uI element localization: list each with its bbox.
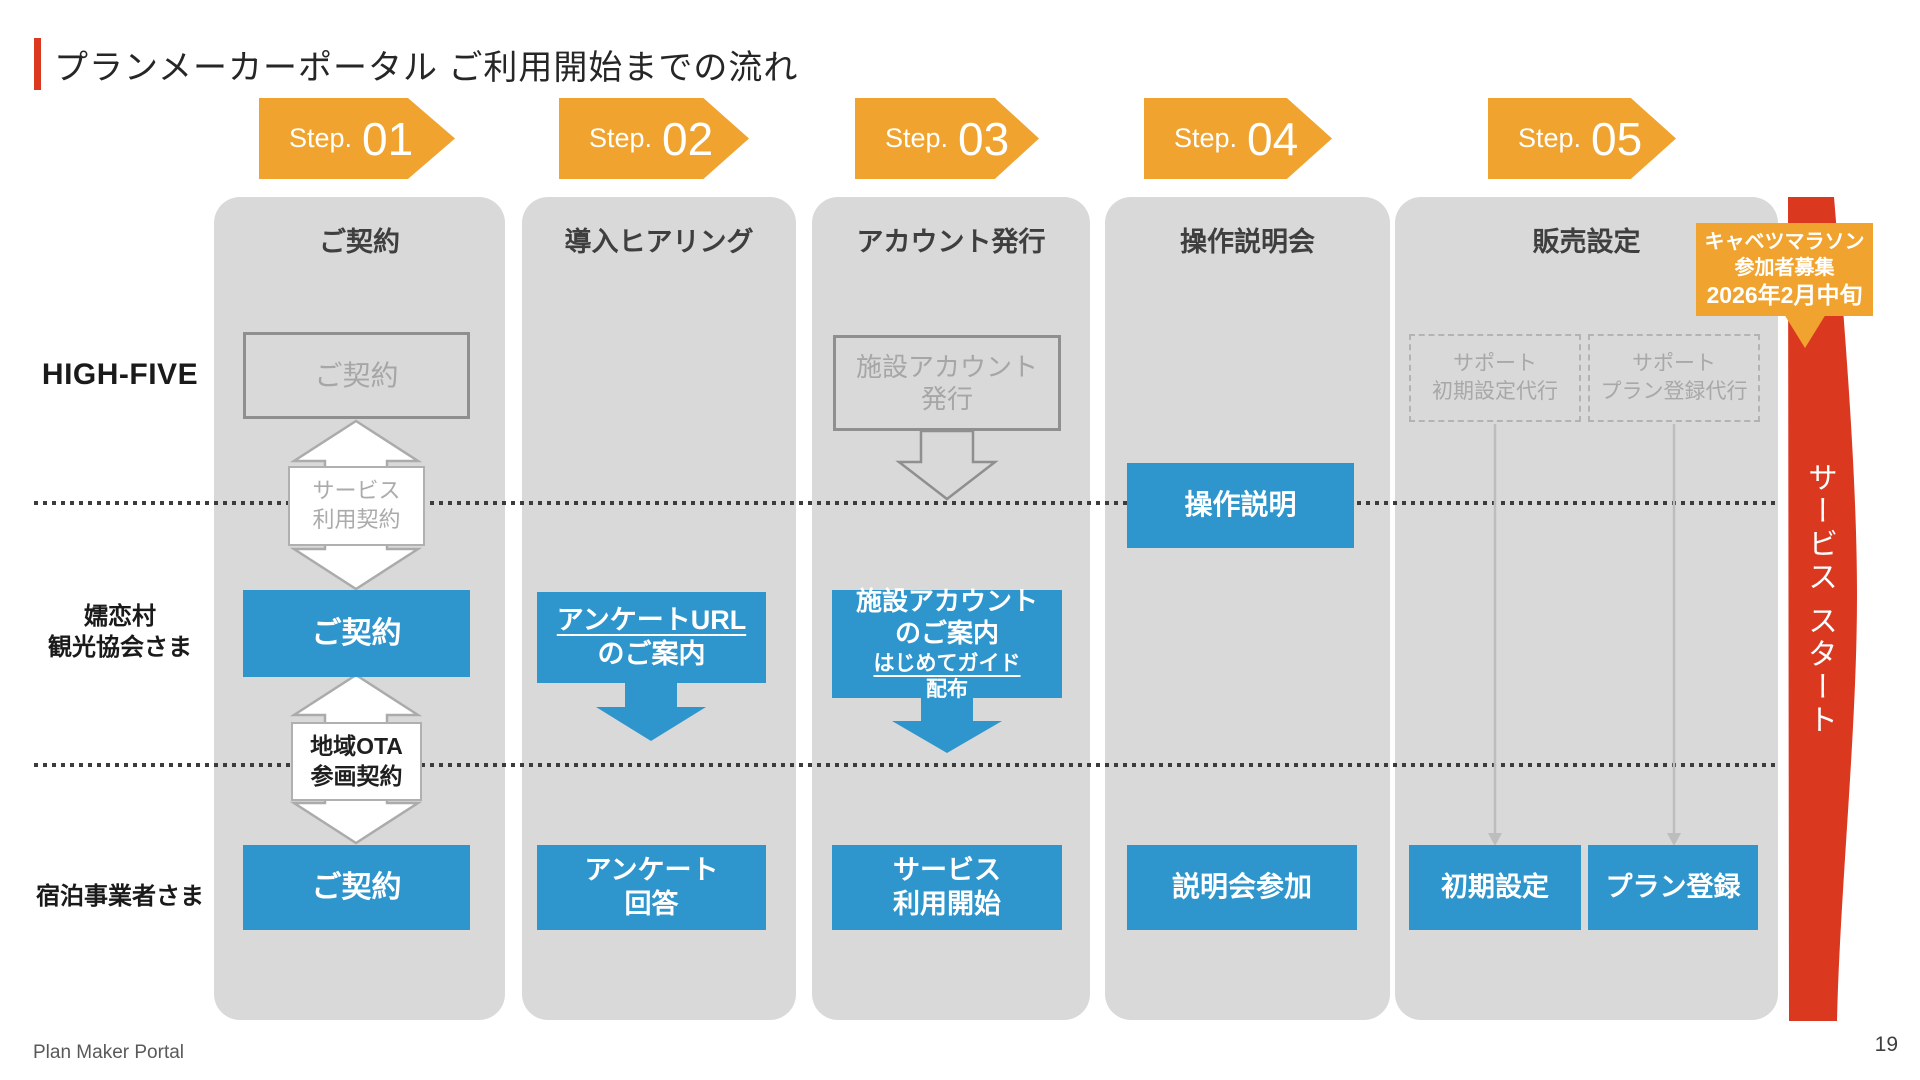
label-line: 地域OTA <box>310 732 403 759</box>
facility-account-guide-box: 施設アカウント のご案内 はじめてガイド配布 <box>832 586 1062 701</box>
step-number: 04 <box>1247 112 1299 165</box>
highfive-contract-box: ご契約 <box>243 332 470 419</box>
service-start-ribbon-text: サービス スタート <box>1803 462 1836 738</box>
cabbage-marathon-callout: キャベツマラソン 参加者募集 2026年2月中旬 <box>1696 223 1873 348</box>
box-label: 回答 <box>624 888 679 919</box>
regional-ota-contract-label: 地域OTA 参画契約 <box>291 722 422 801</box>
footer-brand: Plan Maker Portal <box>33 1042 185 1063</box>
box-label: ご契約 <box>311 616 402 650</box>
step-banner-01: Step. 01 <box>259 98 455 179</box>
callout-tail-icon <box>1784 314 1826 348</box>
title-accent-bar <box>34 38 41 90</box>
box-label: 操作説明 <box>1184 489 1297 521</box>
column-header-seminar: 操作説明会 <box>1180 227 1315 257</box>
step-prefix: Step. <box>885 123 949 153</box>
box-label: 初期設定代行 <box>1432 380 1558 403</box>
box-label: 施設アカウント <box>855 585 1038 616</box>
step-prefix: Step. <box>1174 123 1238 153</box>
row-label-lodging-operators: 宿泊事業者さま <box>20 876 220 911</box>
survey-url-box: アンケートURL のご案内 <box>537 592 766 683</box>
callout-line: キャベツマラソン <box>1704 230 1865 253</box>
step-number: 03 <box>958 112 1010 165</box>
support-plan-registration-box: サポート プラン登録代行 <box>1588 334 1760 422</box>
step-banner-02: Step. 02 <box>559 98 749 179</box>
box-label: プラン登録 <box>1605 871 1741 902</box>
step-banner-05: Step. 05 <box>1488 98 1676 179</box>
page-title: プランメーカーポータル ご利用開始までの流れ <box>54 49 799 87</box>
step-prefix: Step. <box>289 123 353 153</box>
box-label: のご案内 <box>597 638 706 669</box>
box-label: サポート <box>1632 351 1716 375</box>
guide-suffix: 配布 <box>926 678 968 702</box>
support-initial-setup-box: サポート 初期設定代行 <box>1409 334 1581 422</box>
box-label: プラン登録代行 <box>1600 380 1748 403</box>
column-header-sales-setting: 販売設定 <box>1532 227 1641 257</box>
step-number: 01 <box>362 112 414 165</box>
plan-registration-box: プラン登録 <box>1588 845 1758 930</box>
step-prefix: Step. <box>589 123 653 153</box>
column-header-account: アカウント発行 <box>856 227 1046 257</box>
box-label: 説明会参加 <box>1171 871 1312 903</box>
row-label-high-five: HIGH-FIVE <box>20 358 220 392</box>
column-header-contract: ご契約 <box>319 227 400 257</box>
step-number: 02 <box>662 112 714 165</box>
service-use-contract-label: サービス 利用契約 <box>288 466 425 546</box>
initial-setup-box: 初期設定 <box>1409 845 1581 930</box>
box-label: サービス <box>893 855 1001 886</box>
operation-explanation-box: 操作説明 <box>1127 463 1354 548</box>
row-label-line: 宿泊事業者さま <box>36 883 204 910</box>
service-use-start-box: サービス 利用開始 <box>832 845 1062 930</box>
row-label-line: 観光協会さま <box>48 634 192 661</box>
box-label: ご契約 <box>311 870 402 904</box>
step-prefix: Step. <box>1518 123 1582 153</box>
page-number: 19 <box>1874 1033 1898 1056</box>
row-divider-2 <box>34 763 1780 767</box>
label-line: サービス <box>312 478 401 504</box>
row-label-line: HIGH-FIVE <box>41 358 199 391</box>
column-header-hearing: 導入ヒアリング <box>564 227 754 257</box>
guide-line: はじめてガイド配布 <box>874 651 1021 703</box>
box-label: サポート <box>1453 351 1537 375</box>
assoc-contract-box: ご契約 <box>243 590 470 677</box>
lodging-contract-box: ご契約 <box>243 845 470 930</box>
box-label: 発行 <box>920 384 973 414</box>
callout-line: 参加者募集 <box>1734 256 1835 279</box>
step-banner-04: Step. 04 <box>1144 98 1332 179</box>
survey-answer-box: アンケート 回答 <box>537 845 766 930</box>
step-number: 05 <box>1591 112 1643 165</box>
box-label: 利用開始 <box>893 888 1001 919</box>
box-label: のご案内 <box>894 617 999 648</box>
box-label: 初期設定 <box>1441 871 1549 902</box>
step-banner-03: Step. 03 <box>855 98 1039 179</box>
box-label: ご契約 <box>314 360 399 391</box>
survey-url-link-text: アンケートURL <box>556 605 747 636</box>
guide-link-text: はじめてガイド <box>873 652 1021 676</box>
row-label-tourism-assoc: 嬬恋村 観光協会さま <box>20 601 220 663</box>
facility-account-issue-box: 施設アカウント 発行 <box>833 335 1061 431</box>
label-line: 利用契約 <box>312 507 401 532</box>
row-label-line: 嬬恋村 <box>84 603 156 630</box>
seminar-participation-box: 説明会参加 <box>1127 845 1357 930</box>
row-divider-1 <box>34 501 1780 505</box>
label-line: 参画契約 <box>310 762 403 789</box>
box-label: 施設アカウント <box>855 351 1038 382</box>
callout-line: 2026年2月中旬 <box>1706 281 1863 308</box>
box-label: アンケート <box>584 855 719 886</box>
